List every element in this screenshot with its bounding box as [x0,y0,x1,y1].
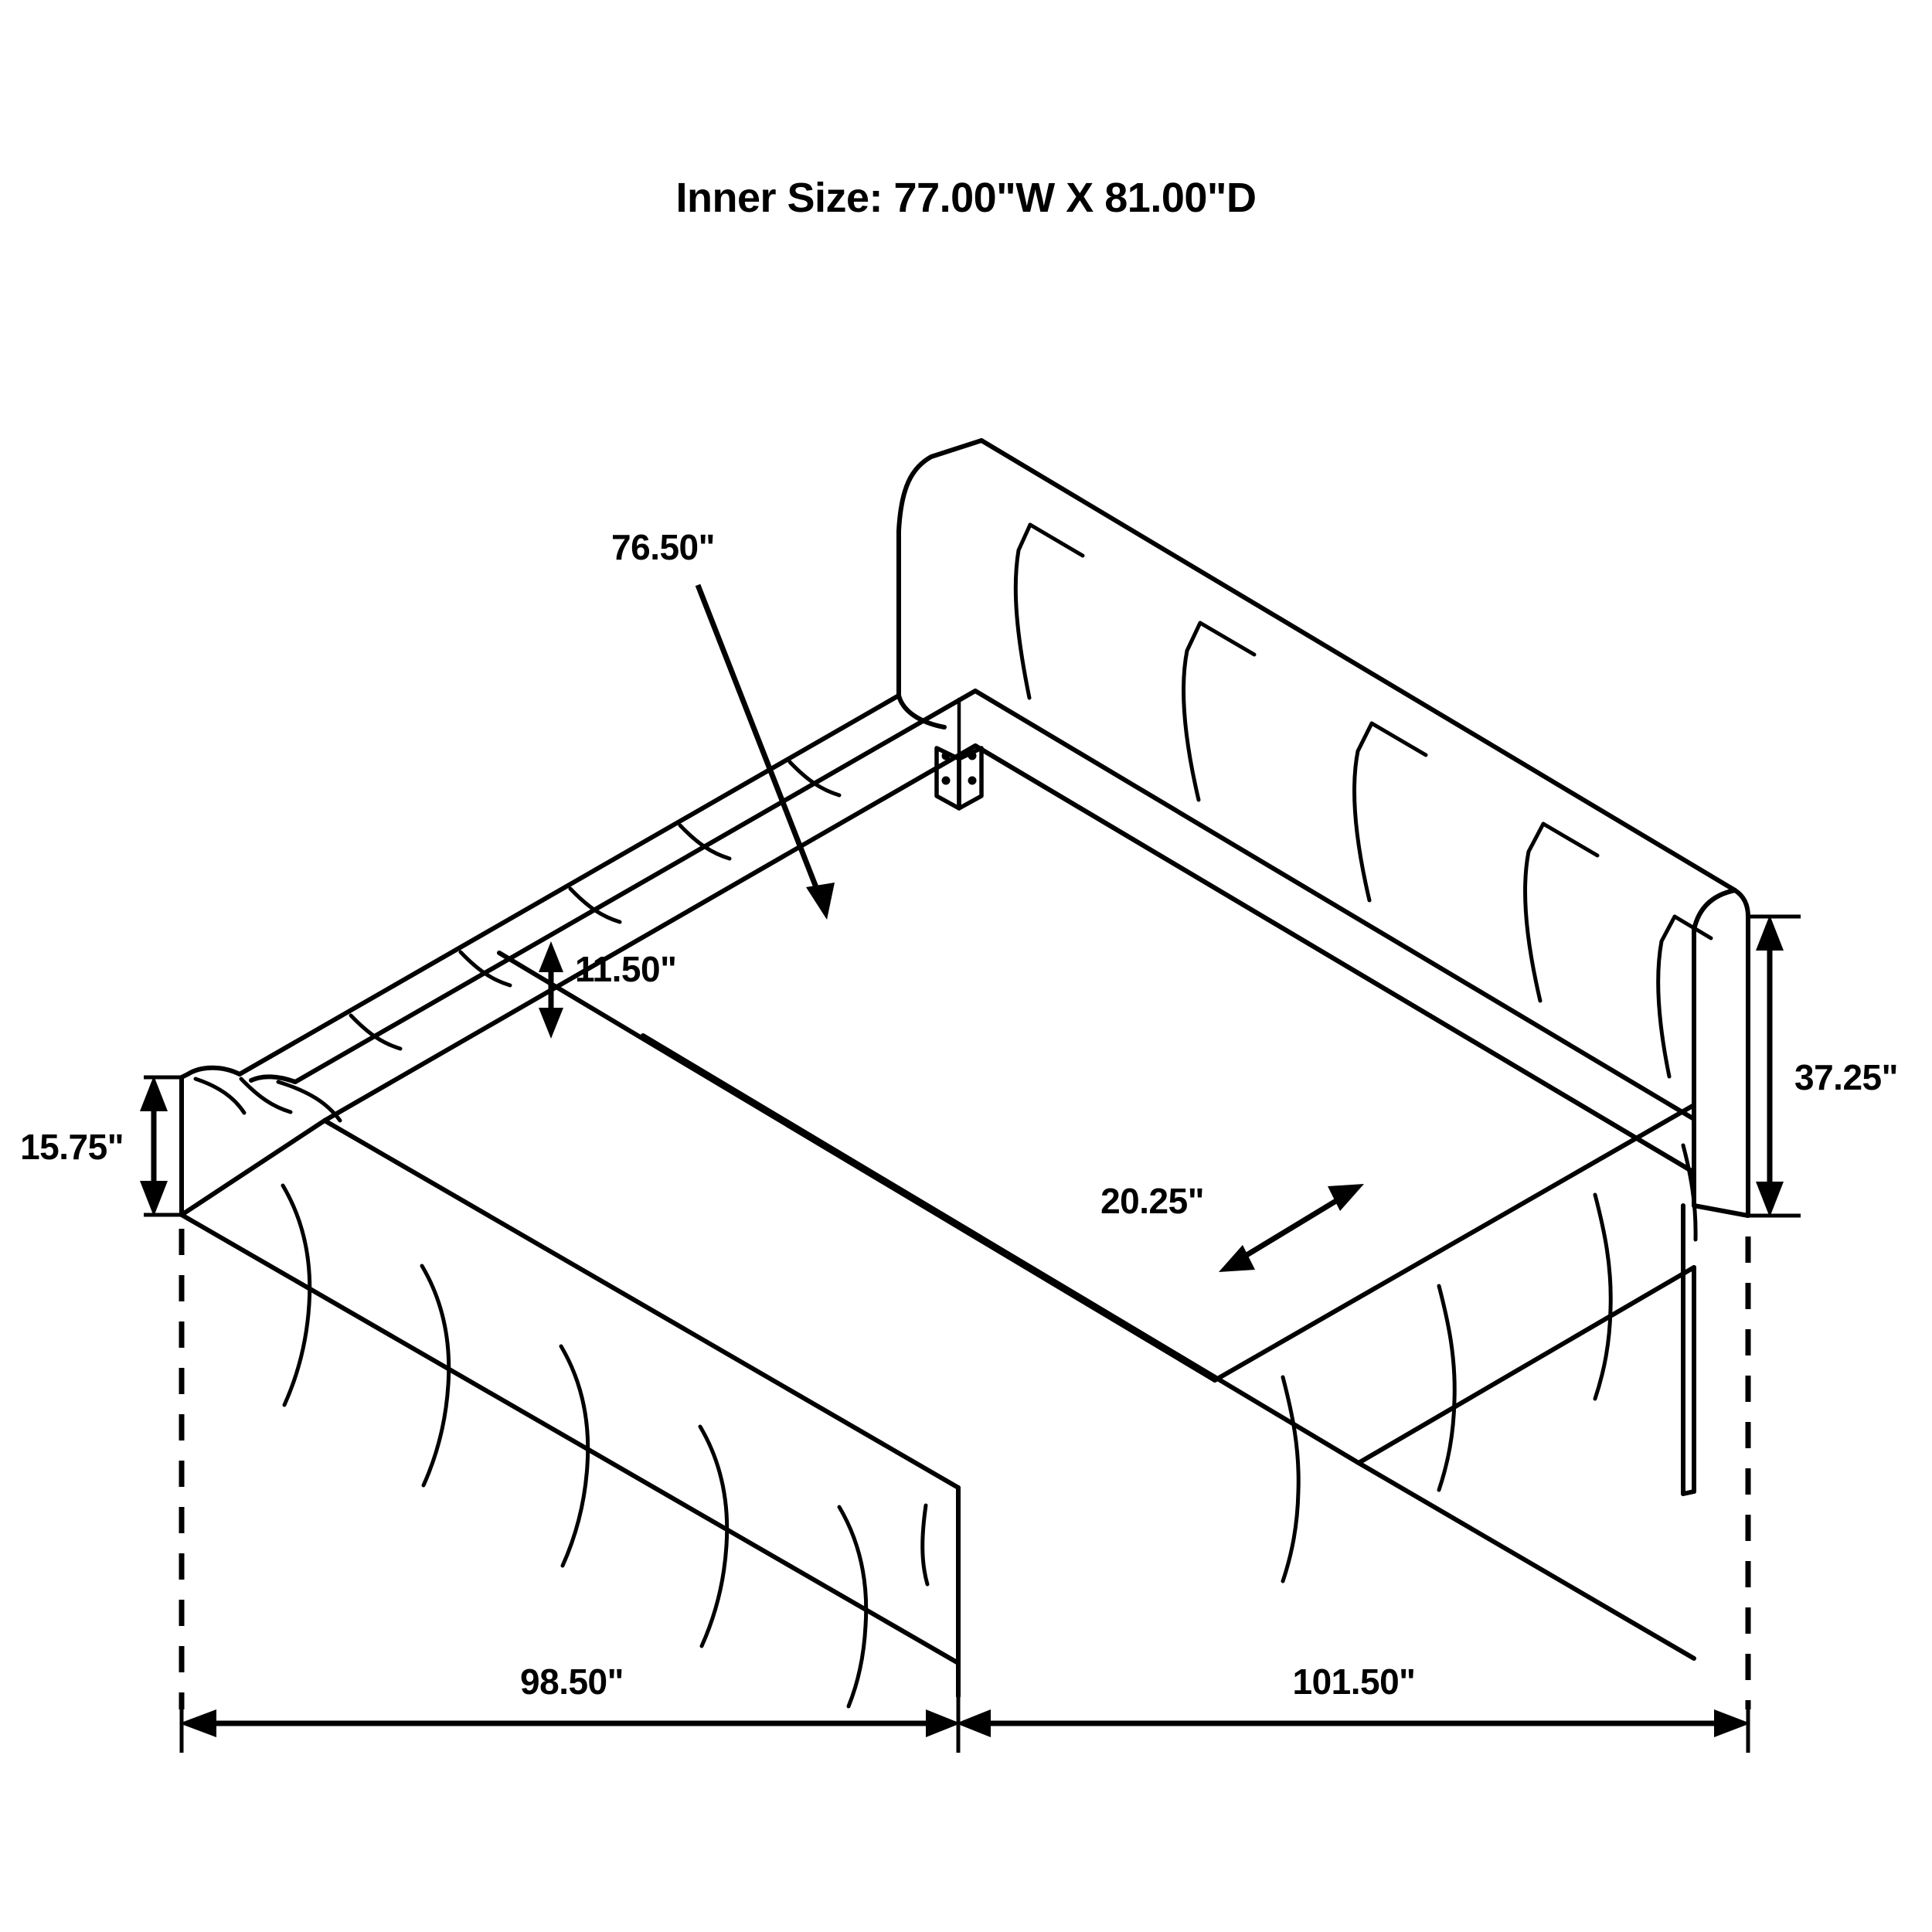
arrowhead-left-101-50 [956,1709,991,1737]
footboard-corner-detail [920,1503,930,1587]
dimension-label-101-50: 101.50" [1292,1662,1415,1702]
platform-left-front-edge [322,1118,961,1490]
right-rail-channel-3 [1593,1192,1613,1401]
arrowhead-down-37-25 [1756,1182,1784,1217]
arrowhead-down-11-50 [539,1008,563,1039]
headboard-top-edge [979,438,1737,893]
footboard-channel-5 [837,1505,869,1709]
back-rail-left-inner-curve [249,1074,298,1084]
arrowhead-down-15-75 [140,1181,168,1216]
footboard-channel-2 [420,1264,451,1488]
headboard-channel-top-3 [1369,721,1428,757]
back-rail-channel-6 [239,1077,293,1114]
arrowhead-upper-20-25 [1328,1184,1364,1211]
dimension-label-11-50: 11.50" [575,949,676,989]
bracket-screw-3 [941,776,951,785]
headboard-channel-seam-2 [1181,621,1202,802]
bed-body [179,438,1750,1709]
back-rail-top-inner-edge [293,689,978,1084]
headboard-channel-top-5 [1672,914,1713,940]
back-rail-top-outer-edge [237,693,901,1077]
leader-line-76-50 [695,583,825,903]
right-rail-outer-lower-edge [1356,1461,1696,1661]
arrowhead-up-11-50 [539,941,563,972]
right-rail-right-end-bottom [1681,1489,1696,1496]
back-rail-bottom-inner-edge [322,743,978,1123]
footboard-left-end-top [179,1118,327,1217]
arrowhead-lower-20-25 [1219,1245,1255,1272]
dimension-label-76-50: 76.50" [611,527,715,567]
bracket-screw-2 [968,751,977,760]
headboard-channel-seam-5 [1656,914,1677,1079]
footboard-rail [179,1077,961,1709]
headboard-left-top-corner [896,438,984,533]
back-rail-channel-5 [349,1013,403,1051]
right-rail-channel-2 [1437,1284,1457,1492]
dimension-overall-right: 101.50" [956,1662,1750,1737]
arrowhead-left-98-50 [179,1709,216,1737]
back-rail-channel-1 [787,760,842,798]
footboard-outer-bottom-edge [179,1213,961,1665]
headboard-channel-seam-3 [1352,721,1374,903]
right-front-side-rail [1213,1103,1698,1661]
drawing-title: Inner Size: 77.00"W X 81.00"D [675,175,1257,221]
headboard [896,438,1750,1218]
dimension-headboard-height: 37.25" [1748,914,1898,1218]
platform-right-back-edge [973,743,1696,1175]
dimension-line-20-25 [1235,1192,1348,1264]
headboard-channel-top-2 [1198,621,1257,657]
back-rail-channel-4 [458,950,512,988]
dimension-platform-height: 15.75" [20,1075,182,1217]
mattress-platform [322,743,1696,1490]
left-back-side-rail [179,689,978,1217]
arrowhead-right-101-50 [1714,1709,1750,1737]
dimension-label-37-25: 37.25" [1794,1057,1898,1097]
headboard-channel-top-1 [1028,522,1085,558]
back-rail-channel-2 [678,823,732,861]
footboard-left-cap-curve-1 [193,1077,247,1115]
dimension-label-15-75: 15.75" [20,1127,124,1167]
overall-extension-lines [179,1229,1751,1753]
arrowhead-up-37-25 [1756,915,1784,951]
right-rail-inner-upper-edge [1213,1103,1696,1383]
dimension-label-20-25: 20.25" [1100,1181,1204,1221]
headboard-left-foot-curve [896,693,947,730]
leader-arrowhead-76-50 [806,883,835,920]
headboard-right-outer-edge [1733,888,1750,1218]
dimension-label-98-50: 98.50" [520,1662,624,1702]
platform-seam-2 [641,1033,1361,1465]
footboard-channel-1 [281,1183,312,1407]
footboard-channel-4 [698,1424,730,1648]
back-rail-left-top-curve [185,1065,242,1077]
dimension-rail-depth: 20.25" [1100,1181,1364,1272]
footboard-channel-3 [559,1344,590,1568]
arrowhead-right-98-50 [926,1709,961,1737]
right-rail-channel-4 [1681,1143,1698,1242]
corner-bracket [934,697,984,811]
headboard-channel-seam-4 [1522,821,1546,1003]
headboard-right-inner-edge [1692,888,1737,1208]
right-rail-inner-top-edge [1356,1265,1696,1465]
footboard-left-cap-curve-2 [276,1080,342,1123]
bracket-screw-4 [968,776,977,785]
headboard-channel-seam-1 [1013,522,1032,700]
arrowhead-up-15-75 [140,1076,168,1111]
back-rail-channel-3 [568,886,622,924]
bracket-screw-1 [941,751,951,760]
dimension-overall-left: 98.50" [179,1662,961,1737]
footboard-corner-fold [920,1503,930,1587]
platform-seam-1 [497,951,1217,1383]
dimension-rail-height: 11.50" [539,941,677,1039]
corner-bracket-right-plate [957,746,984,811]
headboard-channel-top-4 [1541,821,1600,858]
headboard-right-bottom-edge [1692,1203,1750,1218]
right-rail-channel-1 [1281,1375,1301,1583]
dimension-headboard-width: 76.50" [611,527,835,920]
headboard-lower-band [973,689,1696,1121]
